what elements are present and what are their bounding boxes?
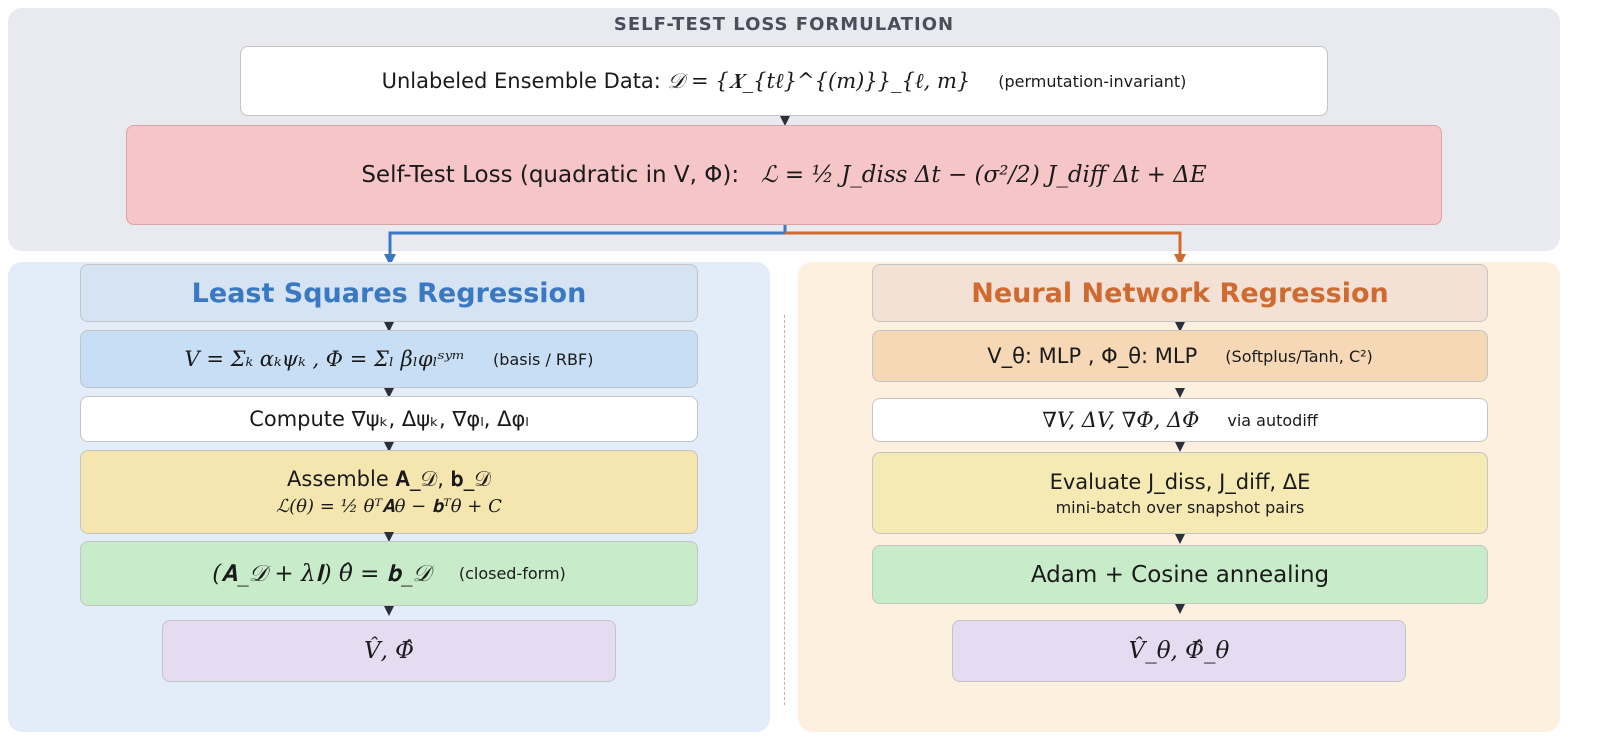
mlp-box: V_θ: MLP , Φ_θ: MLP (Softplus/Tanh, C²) xyxy=(872,330,1488,382)
mlp-note: (Softplus/Tanh, C²) xyxy=(1225,346,1373,366)
basis-box: V = Σₖ αₖψₖ , Φ = Σₗ βₗφₗˢʸᵐ (basis / RB… xyxy=(80,330,698,388)
autodiff-formula: ∇V, ΔV, ∇Φ, ΔΦ xyxy=(1042,408,1200,432)
assemble-formula: ℒ(θ) = ½ θᵀ𝐀θ − 𝐛ᵀθ + C xyxy=(276,496,502,517)
arrow-icon xyxy=(384,532,394,542)
branch-connectors xyxy=(384,225,1186,266)
compute-box: Compute ∇ψₖ, Δψₖ, ∇φₗ, Δφₗ xyxy=(80,396,698,442)
arrow-icon xyxy=(384,606,394,616)
data-note: (permutation-invariant) xyxy=(998,71,1187,91)
loss-formula: ℒ = ½ J_diss Δt − (σ²/2) J_diff Δt + ΔE xyxy=(761,162,1207,188)
arrow-icon xyxy=(1175,604,1185,614)
right-output: V̂_θ, Φ̂_θ xyxy=(1128,638,1230,664)
data-formula: 𝒟 = {𝑿_{tℓ}^{(m)}}_{ℓ, m} xyxy=(667,68,971,93)
assemble-box: Assemble 𝐀_𝒟, 𝐛_𝒟 ℒ(θ) = ½ θᵀ𝐀θ − 𝐛ᵀθ + … xyxy=(80,450,698,534)
arrow-icon xyxy=(1175,388,1185,398)
evaluate-note: mini-batch over snapshot pairs xyxy=(1055,497,1305,517)
arrow-icon xyxy=(384,322,394,332)
loss-box: Self-Test Loss (quadratic in V, Φ): ℒ = … xyxy=(126,125,1442,225)
loss-label: Self-Test Loss (quadratic in V, Φ): xyxy=(361,162,740,188)
evaluate-text: Evaluate J_diss, J_diff, ΔE xyxy=(1049,469,1311,494)
data-box: Unlabeled Ensemble Data: 𝒟 = {𝑿_{tℓ}^{(m… xyxy=(240,46,1328,116)
panel-title: SELF-TEST LOSS FORMULATION xyxy=(613,14,955,35)
evaluate-box: Evaluate J_diss, J_diff, ΔE mini-batch o… xyxy=(872,452,1488,534)
arrow-icon xyxy=(1175,534,1185,544)
orange-branch-line xyxy=(785,231,1182,256)
least-squares-title: Least Squares Regression xyxy=(191,277,587,309)
neural-network-header: Neural Network Regression xyxy=(872,264,1488,322)
right-output-box: V̂_θ, Φ̂_θ xyxy=(952,620,1406,682)
least-squares-header: Least Squares Regression xyxy=(80,264,698,322)
data-label: Unlabeled Ensemble Data: xyxy=(381,69,661,93)
autodiff-box: ∇V, ΔV, ∇Φ, ΔΦ via autodiff xyxy=(872,398,1488,442)
arrow-icon xyxy=(384,388,394,398)
arrow-icon xyxy=(1175,442,1185,452)
blue-arrowhead-icon xyxy=(384,254,396,266)
autodiff-note: via autodiff xyxy=(1227,410,1318,430)
arrow-icon xyxy=(384,442,394,452)
basis-note: (basis / RBF) xyxy=(493,349,594,369)
left-output-box: V̂, Φ̂ xyxy=(162,620,616,682)
divider xyxy=(784,315,785,705)
optimizer-text: Adam + Cosine annealing xyxy=(1030,561,1330,588)
arrow-icon xyxy=(780,116,790,126)
solve-box: (𝐀_𝒟 + λ𝐈) θ̂ = 𝐛_𝒟 (closed-form) xyxy=(80,541,698,606)
optimizer-box: Adam + Cosine annealing xyxy=(872,545,1488,604)
orange-arrowhead-icon xyxy=(1174,254,1186,266)
solve-note: (closed-form) xyxy=(458,564,566,583)
solve-formula: (𝐀_𝒟 + λ𝐈) θ̂ = 𝐛_𝒟 xyxy=(212,560,431,587)
assemble-text: Assemble 𝐀_𝒟, 𝐛_𝒟 xyxy=(287,467,491,491)
compute-text: Compute ∇ψₖ, Δψₖ, ∇φₗ, Δφₗ xyxy=(249,407,529,431)
arrow-icon xyxy=(1175,322,1185,332)
left-output: V̂, Φ̂ xyxy=(363,638,415,664)
mlp-formula: V_θ: MLP , Φ_θ: MLP xyxy=(987,344,1198,368)
basis-formula: V = Σₖ αₖψₖ , Φ = Σₗ βₗφₗˢʸᵐ xyxy=(184,347,466,371)
blue-branch-line xyxy=(388,225,787,256)
neural-network-title: Neural Network Regression xyxy=(971,277,1389,309)
